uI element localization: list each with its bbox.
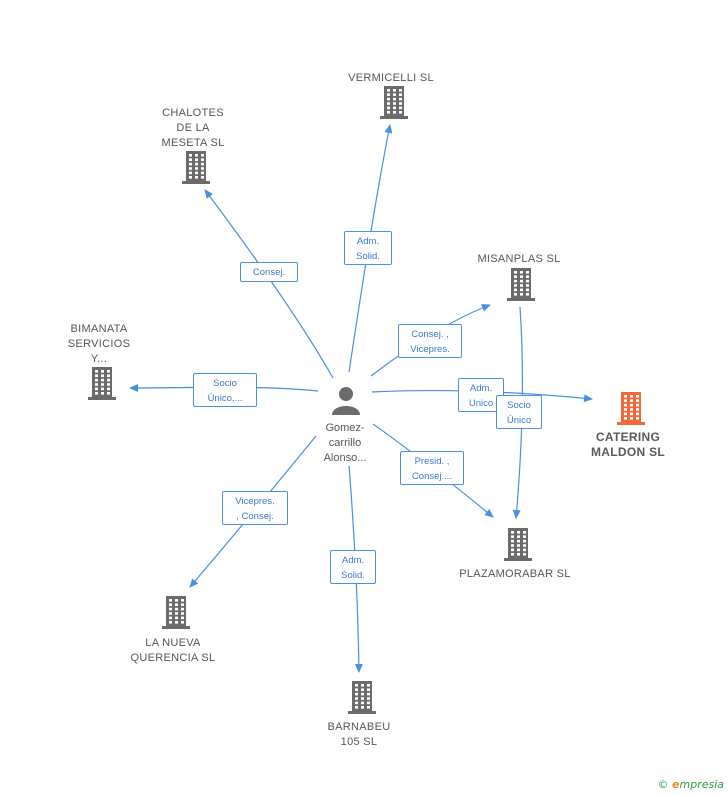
brand-logo-text: mpresia	[679, 778, 724, 791]
node-label-plazamorabar[interactable]: PLAZAMORABAR SL	[450, 567, 580, 582]
building-icon[interactable]	[504, 528, 532, 561]
node-label-line: BIMANATA	[70, 323, 128, 335]
node-label-line: BARNABEU	[327, 721, 391, 733]
edge-label-vermicelli[interactable]: Adm. Solid.	[344, 231, 392, 265]
center-label-line: carrillo	[328, 437, 362, 449]
edge-label-line: Adm.	[469, 383, 493, 394]
edge-label-line: Vicepres.	[235, 496, 275, 507]
edge-label-line: Socio	[213, 378, 237, 389]
building-icon[interactable]	[380, 86, 408, 119]
edge-label-line: Solid.	[356, 251, 380, 262]
node-label-vermicelli[interactable]: VERMICELLI SL	[331, 71, 451, 86]
edge-label-chalotes[interactable]: Consej.	[240, 262, 298, 282]
building-icon[interactable]	[162, 596, 190, 629]
edge-label-line: Socio	[507, 400, 531, 411]
empresia-brand[interactable]: © empresia	[658, 778, 724, 791]
edge-label-line: Consej. ,	[411, 329, 449, 340]
node-label-line: CHALOTES	[162, 107, 224, 119]
center-person-label[interactable]: Gomez- carrillo Alonso...	[300, 421, 390, 466]
edge-label-line: Presid. ,	[414, 456, 450, 467]
node-label-line: QUERENCIA SL	[130, 652, 216, 664]
building-icon[interactable]	[617, 392, 645, 425]
node-label-line: MALDON SL	[590, 445, 666, 459]
edge-label-line: Consej.	[252, 267, 286, 278]
node-label-line: MESETA SL	[161, 137, 225, 149]
edge-label-line: Único,...	[207, 393, 243, 404]
edge-label-line: Solid.	[341, 570, 365, 581]
edge-label-line: Único	[506, 415, 532, 426]
edge-label-line: , Consej.	[236, 511, 274, 522]
node-label-line: CATERING	[595, 430, 661, 444]
brand-logo-e: e	[672, 778, 680, 791]
edge-label-barnabeu[interactable]: Adm. Solid.	[330, 550, 376, 584]
building-icon[interactable]	[182, 151, 210, 184]
node-label-line: 105 SL	[340, 736, 378, 748]
edge-label-line: Consej....	[411, 471, 453, 482]
node-label-line: Y...	[90, 353, 108, 365]
node-label-laquerencia[interactable]: LA NUEVA QUERENCIA SL	[113, 636, 233, 666]
building-icon[interactable]	[507, 268, 535, 301]
node-label-line: MISANPLAS SL	[477, 253, 561, 265]
node-label-line: PLAZAMORABAR SL	[459, 568, 571, 580]
person-icon[interactable]	[332, 387, 360, 415]
edge-label-line: Adm.	[341, 555, 365, 566]
node-label-line: DE LA	[176, 122, 210, 134]
node-label-barnabeu[interactable]: BARNABEU 105 SL	[309, 720, 409, 750]
node-label-chalotes[interactable]: CHALOTES DE LA MESETA SL	[148, 106, 238, 151]
edge-chalotes	[204, 189, 334, 379]
edge-label-plazamorabar[interactable]: Presid. , Consej....	[400, 451, 464, 485]
edge-label-misanplas[interactable]: Consej. , Vicepres.	[398, 324, 462, 358]
edge-label-line: Adm.	[356, 236, 380, 247]
building-icon[interactable]	[348, 681, 376, 714]
building-icon[interactable]	[88, 367, 116, 400]
node-label-line: SERVICIOS	[67, 338, 131, 350]
node-label-misanplas[interactable]: MISANPLAS SL	[464, 252, 574, 267]
center-label-line: Alonso...	[323, 452, 367, 464]
edge-label-line: Vicepres.	[410, 344, 450, 355]
copyright-symbol: ©	[657, 778, 669, 791]
node-label-bimanata[interactable]: BIMANATA SERVICIOS Y...	[54, 322, 144, 367]
node-label-line: LA NUEVA	[145, 637, 201, 649]
node-label-line: VERMICELLI SL	[348, 72, 434, 84]
center-label-line: Gomez-	[325, 422, 365, 434]
edge-label-laquerencia[interactable]: Vicepres. , Consej.	[222, 491, 288, 525]
edge-label-line: Unico	[468, 398, 494, 409]
